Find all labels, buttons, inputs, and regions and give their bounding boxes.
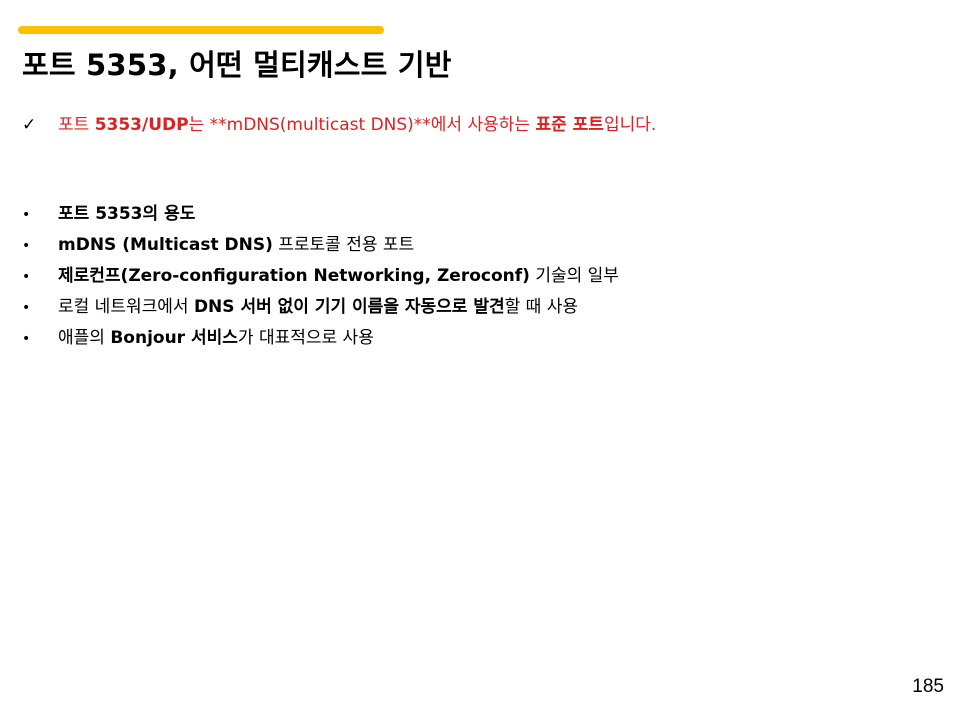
bullet-item: • mDNS (Multicast DNS) 프로토콜 전용 포트 — [22, 232, 619, 263]
bullet-dot-icon: • — [22, 300, 31, 316]
bullet-text: 애플의 Bonjour 서비스가 대표적으로 사용 — [58, 325, 374, 351]
bullet-item: • 포트 5353의 용도 — [22, 201, 619, 232]
bullet-text: 포트 5353의 용도 — [58, 201, 195, 227]
bullet-part: 애플의 — [58, 328, 111, 348]
bullet-part-bold: mDNS (Multicast DNS) — [58, 235, 273, 255]
bullet-list: • 포트 5353의 용도 • mDNS (Multicast DNS) 프로토… — [22, 201, 619, 356]
bullet-dot-icon: • — [22, 238, 31, 254]
bullet-dot-icon: • — [22, 269, 31, 285]
title-accent-bar — [18, 26, 384, 34]
bullet-text: 제로컨프(Zero-configuration Networking, Zero… — [58, 263, 619, 289]
bullet-part: 로컬 네트워크에서 — [58, 297, 194, 317]
bullet-part: 기술의 일부 — [529, 266, 619, 286]
bullet-part-bold: 제로컨프(Zero-configuration Networking, Zero… — [58, 266, 530, 286]
highlight-part: 입니다. — [603, 115, 657, 135]
highlight-part: 는 **mDNS(multicast DNS)**에서 사용하는 — [188, 115, 536, 135]
bullet-item: • 제로컨프(Zero-configuration Networking, Ze… — [22, 263, 619, 294]
highlight-part-bold: 5353/UDP — [94, 115, 189, 135]
bullet-item: • 애플의 Bonjour 서비스가 대표적으로 사용 — [22, 325, 619, 356]
bullet-dot-icon: • — [22, 207, 31, 223]
highlight-part: 포트 — [58, 115, 95, 135]
bullet-text: mDNS (Multicast DNS) 프로토콜 전용 포트 — [58, 232, 414, 258]
bullet-part: 가 대표적으로 사용 — [237, 328, 374, 348]
slide-title: 포트 5353, 어떤 멀티캐스트 기반 — [22, 48, 452, 82]
bullet-part: 할 때 사용 — [504, 297, 579, 317]
bullet-item: • 로컬 네트워크에서 DNS 서버 없이 기기 이름을 자동으로 발견할 때 … — [22, 294, 619, 325]
bullet-text: 로컬 네트워크에서 DNS 서버 없이 기기 이름을 자동으로 발견할 때 사용 — [58, 294, 578, 320]
highlight-text: 포트 5353/UDP는 **mDNS(multicast DNS)**에서 사… — [58, 110, 656, 135]
highlight-part-bold: 표준 포트 — [535, 115, 604, 135]
bullet-part-bold: DNS 서버 없이 기기 이름을 자동으로 발견 — [193, 297, 505, 317]
bullet-part-bold: Bonjour 서비스 — [110, 328, 238, 348]
bullet-dot-icon: • — [22, 331, 31, 347]
highlight-statement: ✓ 포트 5353/UDP는 **mDNS(multicast DNS)**에서… — [22, 110, 656, 135]
checkmark-icon: ✓ — [22, 115, 37, 135]
page-number: 185 — [912, 676, 944, 697]
bullet-part-bold: 포트 5353의 용도 — [58, 204, 196, 224]
bullet-part: 프로토콜 전용 포트 — [272, 235, 415, 255]
